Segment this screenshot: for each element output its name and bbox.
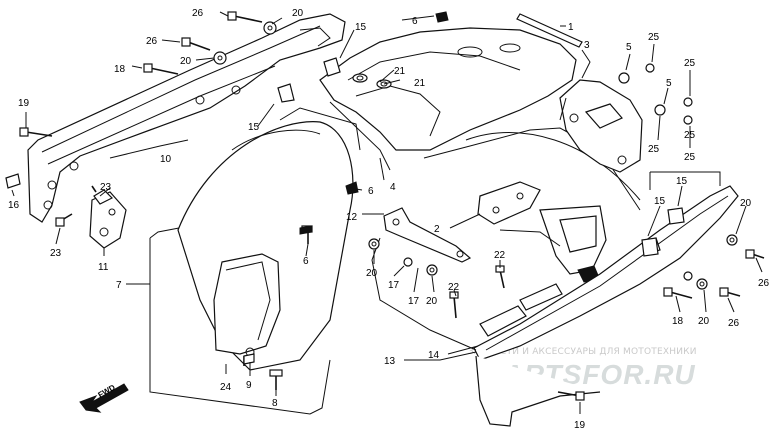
- callout-22-lower: 22: [448, 282, 460, 293]
- watermark-caption: ЗАПЧАСТИ И АКСЕССУАРЫ ДЛЯ МОТОТЕХНИКИ: [468, 347, 697, 357]
- callout-21-lower: 21: [414, 78, 426, 89]
- callout-10: 10: [160, 154, 172, 165]
- callout-3: 3: [584, 40, 590, 51]
- callout-15-right-lower: 15: [654, 196, 666, 207]
- callout-17-left: 17: [388, 280, 400, 291]
- callout-5-lower: 5: [666, 78, 672, 89]
- callout-25-d: 25: [684, 152, 696, 163]
- callout-20-left: 20: [180, 56, 192, 67]
- callout-5-upper: 5: [626, 42, 632, 53]
- callout-21-upper: 21: [394, 66, 406, 77]
- callout-14: 14: [428, 350, 440, 361]
- callout-26-lower-right: 26: [728, 318, 740, 329]
- callout-22-upper: 22: [494, 250, 506, 261]
- callout-20-far-right: 20: [740, 198, 752, 209]
- part-12-bracket: [383, 207, 472, 263]
- part-2-bracket-assembly: [477, 181, 607, 283]
- callout-20-top: 20: [292, 8, 304, 19]
- callout-26-top: 26: [192, 8, 204, 19]
- callout-23-lower: 23: [50, 248, 62, 259]
- callout-labels: 1 2 3 4 5 5 6 6 6 7 8 9 10 11 12 13 14 1…: [8, 8, 770, 431]
- callout-6-middle: 6: [368, 186, 374, 197]
- callout-20-middle-right: 20: [426, 296, 438, 307]
- callout-23-upper: 23: [100, 182, 112, 193]
- part-1-strip: [516, 13, 583, 48]
- part-3-side-panel: [559, 79, 643, 173]
- forward-direction-marker: FWD: [79, 383, 129, 413]
- callout-6-top: 6: [412, 16, 418, 27]
- part-4-rear-fender: [319, 27, 641, 211]
- callout-13: 13: [384, 356, 396, 367]
- callout-25-c: 25: [648, 144, 660, 155]
- callout-15-top: 15: [355, 22, 367, 33]
- callout-1: 1: [568, 22, 574, 33]
- part-10-left-rail: [27, 13, 346, 223]
- callout-6-lower: 6: [303, 256, 309, 267]
- callout-17-right: 17: [408, 296, 420, 307]
- callout-2: 2: [434, 224, 440, 235]
- part-11-bracket: [89, 189, 127, 249]
- cushions: [277, 57, 685, 257]
- bolts: [19, 11, 765, 401]
- callout-12: 12: [346, 212, 358, 223]
- callout-8: 8: [272, 398, 278, 409]
- callout-15-left: 15: [248, 122, 260, 133]
- callout-7: 7: [116, 280, 122, 291]
- callout-9: 9: [246, 380, 252, 391]
- callout-16: 16: [8, 200, 20, 211]
- callout-18-right: 18: [672, 316, 684, 327]
- callout-20-right: 20: [698, 316, 710, 327]
- callout-18-left: 18: [114, 64, 126, 75]
- callout-19-left: 19: [18, 98, 30, 109]
- part-7-inner-fender: [149, 107, 361, 415]
- part-13-lower-cover: [371, 171, 721, 427]
- callout-25-e: 25: [684, 130, 696, 141]
- callout-26-upper: 26: [146, 36, 158, 47]
- part-16-plate: [5, 173, 21, 189]
- callout-26-right: 26: [758, 278, 770, 289]
- washers: [213, 11, 738, 365]
- callout-25-a: 25: [648, 32, 660, 43]
- callout-11: 11: [98, 262, 109, 273]
- callout-25-b: 25: [684, 58, 696, 69]
- callout-24: 24: [220, 382, 232, 393]
- leader-lines: [11, 11, 763, 414]
- callout-4: 4: [390, 182, 396, 193]
- callout-20-middle-left: 20: [366, 268, 378, 279]
- callout-19-bottom: 19: [574, 420, 586, 431]
- callout-15-right-upper: 15: [676, 176, 688, 187]
